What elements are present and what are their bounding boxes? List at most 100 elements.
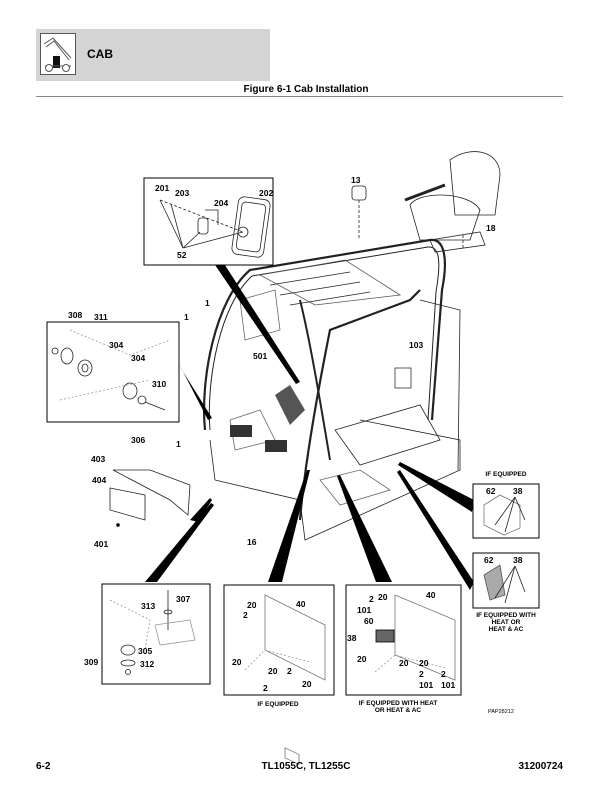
callout-202: 202 [259,188,273,198]
mount-parts [109,590,196,675]
callout-20c: 20 [268,666,278,676]
inset-panel-b [345,584,462,696]
callout-60: 60 [364,616,374,626]
callouts-cab: 1 1 1 501 103 16 [176,298,423,547]
callout-13: 13 [351,175,361,185]
callout-62b: 62 [484,555,494,565]
callout-52: 52 [177,250,187,260]
leader-wedge-filter-b [397,470,474,590]
callout-306: 306 [131,435,145,445]
callout-309: 309 [84,657,98,667]
model-numbers: TL1055C, TL1255C [261,761,351,772]
drawing-id: PAP28212 [488,709,514,715]
leader-wedge-panel-b [337,475,392,582]
callout-62a: 62 [486,486,496,496]
callout-201: 201 [155,183,169,193]
caption-filter-b-line1: IF EQUIPPED WITH [476,612,536,619]
inset-mirror [143,177,274,266]
callout-40b: 40 [426,590,436,600]
callout-2a: 2 [243,610,248,620]
callouts-filter-b: 62 38 [484,555,523,565]
callout-38b: 38 [513,486,523,496]
callout-2b: 2 [287,666,292,676]
callout-204: 204 [214,198,228,208]
section-title: CAB [87,47,113,61]
callouts-panel-a: 20 2 40 20 20 2 2 20 [232,599,312,693]
inset-panel-a [223,584,335,696]
page-number: 6-2 [36,761,51,772]
callout-1a: 1 [205,298,210,308]
callout-103: 103 [409,340,423,350]
callouts-filter-a: 62 38 [486,486,523,496]
callout-313: 313 [141,601,155,611]
callout-1c: 1 [176,439,181,449]
leader-wedge-hinge [178,362,212,420]
mirror-assembly [159,196,271,258]
callout-308: 308 [68,310,82,320]
leader-wedge-mirror [213,262,300,384]
callout-2f: 2 [441,669,446,679]
leader-wedge-filter-a [398,462,474,512]
leader-wedge-panel-a [268,470,310,582]
caption-panel-a: IF EQUIPPED [257,701,298,708]
caption-panel-b-line2: OR HEAT & AC [375,707,422,714]
operator-seat [351,151,501,253]
callouts-seat: 13 18 [351,175,496,233]
callout-20b: 20 [232,657,242,667]
callout-310: 310 [152,379,166,389]
callout-2c: 2 [263,683,268,693]
leader-wedge-mount [145,503,214,582]
telehandler-icon [40,33,76,75]
panel-b-parts [374,594,456,681]
callout-20a: 20 [247,600,257,610]
callout-20d: 20 [302,679,312,689]
callout-20f: 20 [357,654,367,664]
callout-404: 404 [92,475,106,485]
callout-203: 203 [175,188,189,198]
callouts-mirror: 201 203 204 202 52 [155,183,273,260]
callout-2e: 2 [419,669,424,679]
callout-311: 311 [94,312,108,322]
callout-20h: 20 [419,658,429,668]
hinge-parts [51,329,171,411]
filter-b-parts [483,564,526,604]
callout-40a: 40 [296,599,306,609]
document-number: 31200724 [518,761,564,772]
inset-hinge [46,321,180,423]
callout-16: 16 [247,537,257,547]
callout-2d: 2 [369,594,374,604]
callout-38a: 38 [347,633,357,643]
cab-frame [202,238,461,541]
panel-a-parts [244,594,326,766]
callout-312: 312 [140,659,154,669]
guard-parts [109,469,191,527]
figure-title: Figure 6-1 Cab Installation [243,84,369,95]
callout-1b: 1 [184,312,189,322]
callout-101c: 101 [441,680,455,690]
callout-38c: 38 [513,555,523,565]
callout-18: 18 [486,223,496,233]
callouts-panel-b: 2 101 20 40 60 38 20 20 20 2 101 2 101 [347,590,455,690]
callout-501: 501 [253,351,267,361]
caption-panel-b-line1: IF EQUIPPED WITH HEAT [359,700,438,707]
callouts-mount: 307 313 305 312 309 [84,594,190,669]
header-divider [36,96,563,97]
callout-403: 403 [91,454,105,464]
caption-filter-b-line2: HEAT OR [492,619,521,626]
callout-304b: 304 [131,353,145,363]
callout-20g: 20 [399,658,409,668]
callout-101a: 101 [357,605,371,615]
filter-a-parts [483,494,526,536]
callouts-hinge: 308 311 304 304 310 306 [68,310,166,445]
callout-307: 307 [176,594,190,604]
caption-filter-a: IF EQUIPPED [485,471,526,478]
callout-401: 401 [94,539,108,549]
callouts-guard: 403 404 401 [91,454,108,549]
callout-20e: 20 [378,592,388,602]
callout-304: 304 [109,340,123,350]
callout-305: 305 [138,646,152,656]
leader-wedge-guard [190,498,212,522]
inset-mount [101,583,211,685]
callout-101b: 101 [419,680,433,690]
